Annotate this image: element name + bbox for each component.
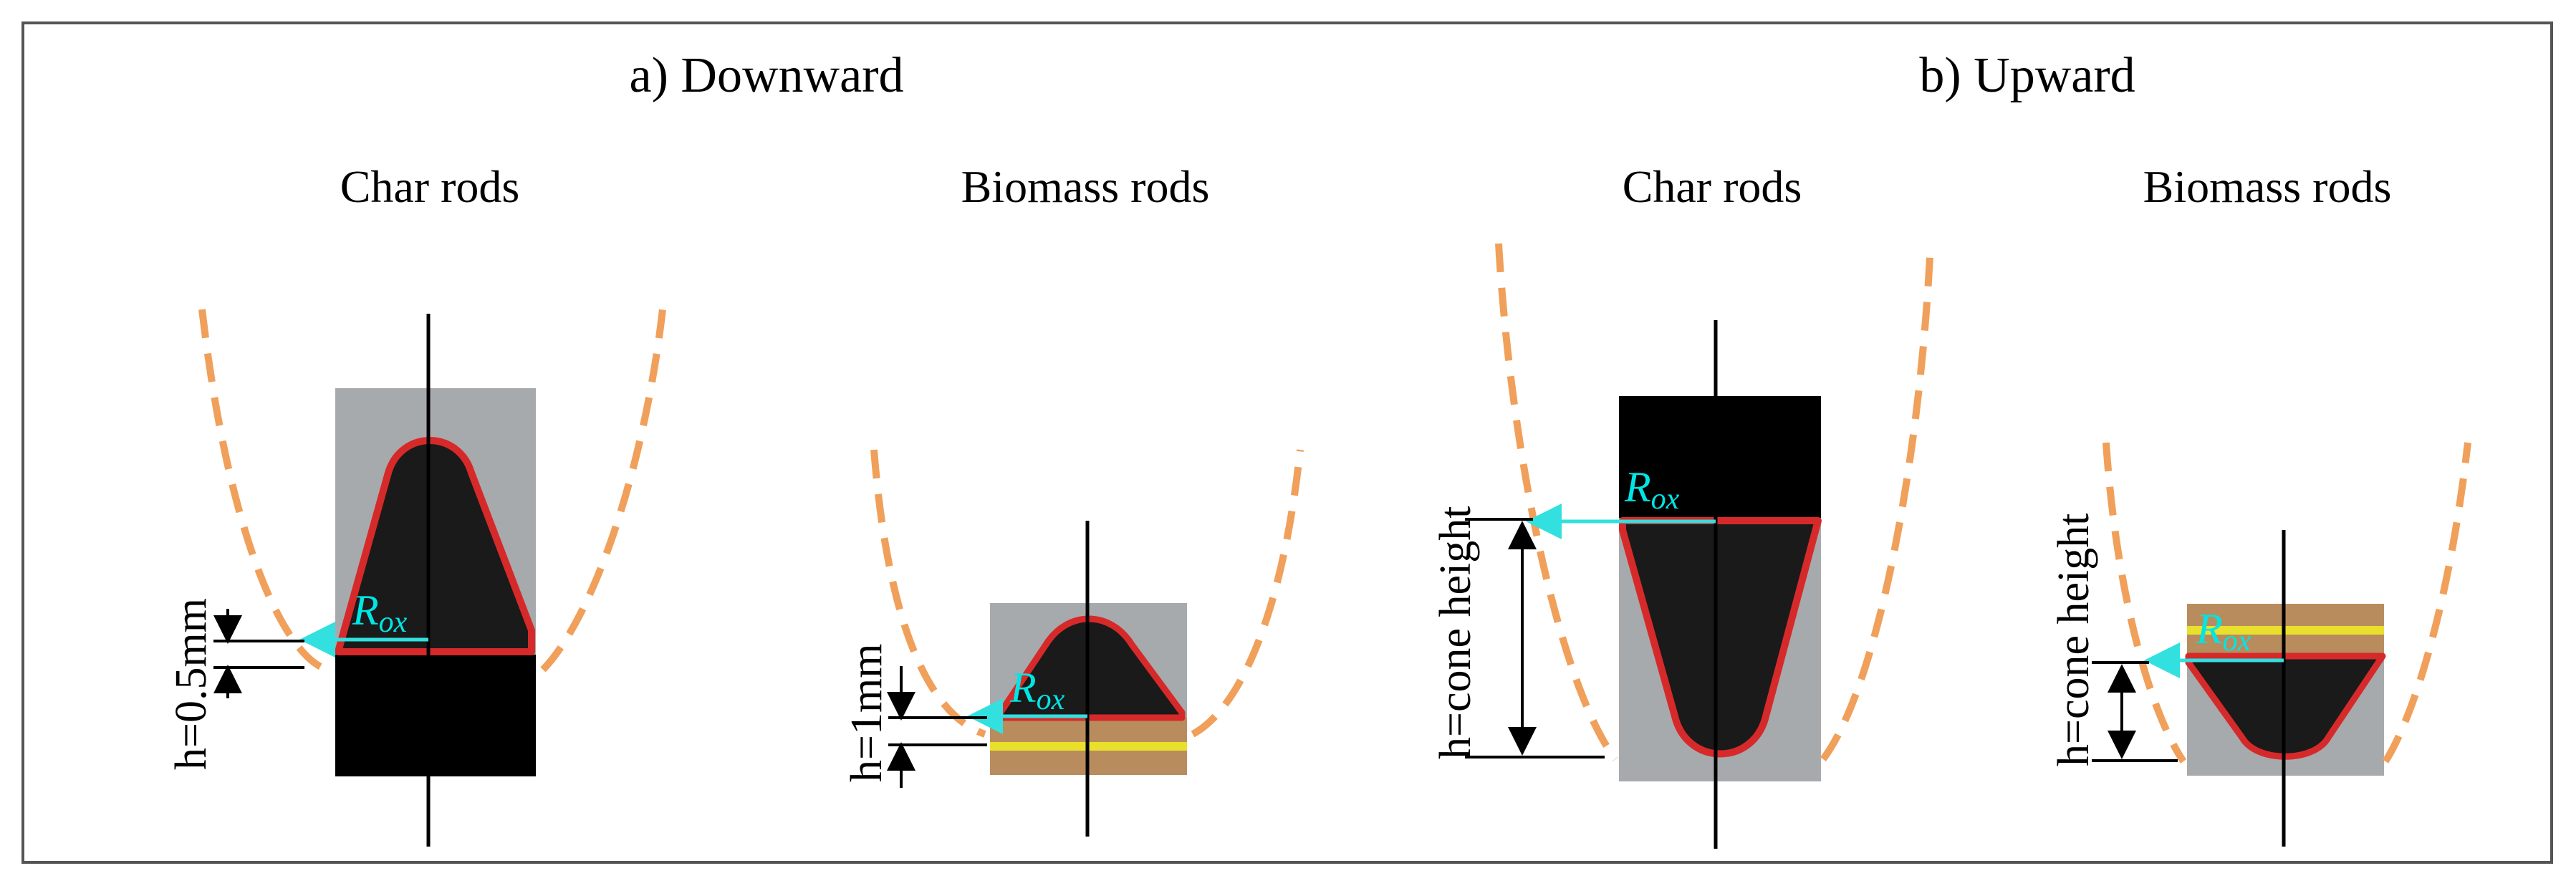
radius-label: Rox [1624,463,1680,516]
biomass-rod-upward: Rox h=cone height [2049,442,2471,847]
height-label: h=1mm [842,644,891,782]
height-label: h=cone height [1431,506,1480,759]
char-rod-downward: Rox h=0.5mm [167,309,666,847]
panel-b-title: b) Upward [1919,48,2135,103]
flame-front [198,309,666,673]
column-biomass-rods-downward: Biomass rods [961,161,1210,212]
height-label: h=cone height [2049,514,2098,766]
column-biomass-rods-upward: Biomass rods [2143,161,2392,212]
flame-front [2102,442,2471,764]
radius-label: Rox [1009,664,1065,716]
char-rod-upward: Rox h=cone height [1431,243,1934,849]
char-cone [1619,517,1822,758]
flame-front [870,449,1304,738]
panel-a-title: a) Downward [630,48,904,103]
height-label: h=0.5mm [167,598,216,770]
char-cone [335,437,535,655]
radius-label: Rox [2196,605,2251,658]
flame-front [1495,243,1934,761]
column-char-rods-upward: Char rods [1623,161,1802,212]
char-cone [994,615,1186,721]
radius-label: Rox [352,587,408,639]
char-block-bottom [335,655,536,776]
char-block-top [1619,396,1821,518]
biomass-rod-downward: Rox h=1mm [842,449,1304,837]
figure-frame [21,21,2553,864]
column-char-rods-downward: Char rods [340,161,520,212]
